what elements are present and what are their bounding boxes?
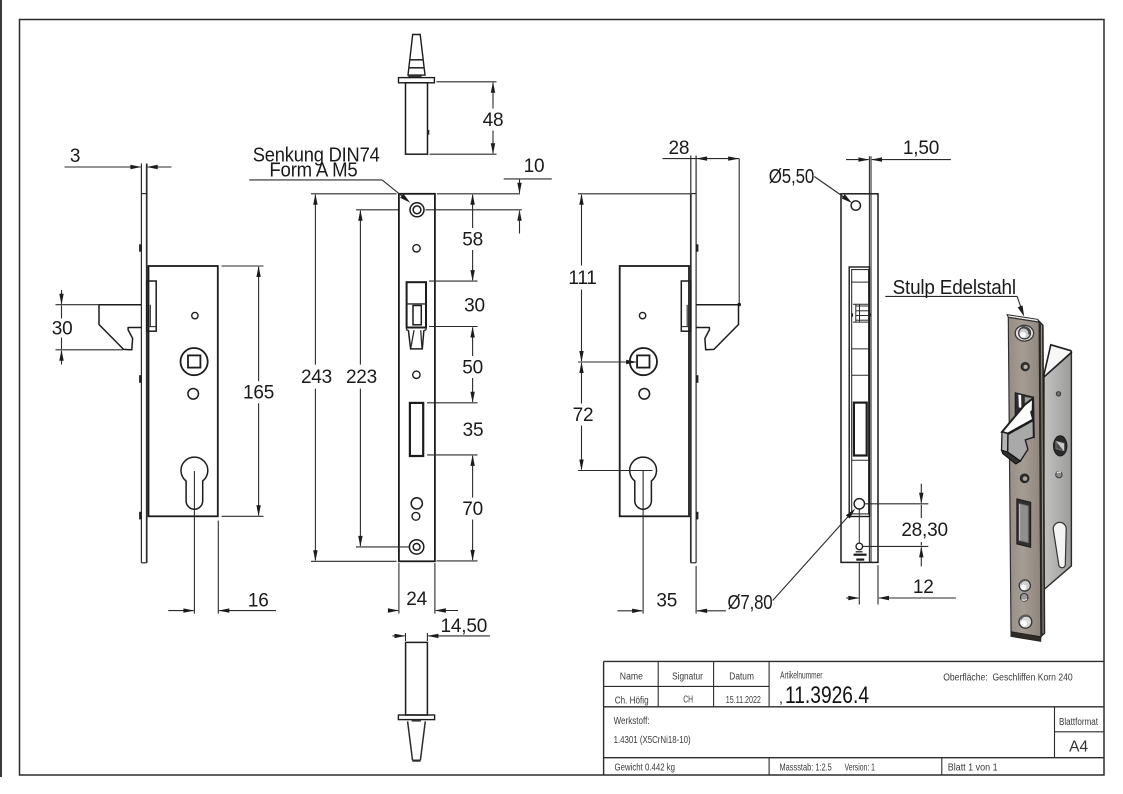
svg-text:243: 243 <box>301 367 332 388</box>
svg-text:16: 16 <box>248 591 269 612</box>
svg-text:35: 35 <box>463 420 484 441</box>
svg-text:30: 30 <box>52 319 73 340</box>
svg-text:Blatt 1 von 1: Blatt 1 von 1 <box>948 762 998 773</box>
svg-text:A4: A4 <box>1069 738 1088 755</box>
svg-text:Form A M5: Form A M5 <box>269 160 357 182</box>
svg-text:48: 48 <box>483 110 504 131</box>
svg-text:72: 72 <box>573 405 594 426</box>
svg-text:Version: 1: Version: 1 <box>845 762 876 773</box>
svg-text:Senkung DIN74: Senkung DIN74 <box>253 144 380 166</box>
svg-text:223: 223 <box>346 367 377 388</box>
svg-text:Name: Name <box>620 672 644 683</box>
svg-text:15.11.2022: 15.11.2022 <box>726 695 761 706</box>
svg-text:28: 28 <box>669 138 690 159</box>
svg-text:Signatur: Signatur <box>672 672 703 683</box>
svg-text:35: 35 <box>656 591 677 612</box>
svg-text:14,50: 14,50 <box>441 616 488 637</box>
svg-text:Ch. Höfig: Ch. Höfig <box>615 696 649 707</box>
svg-text:28,30: 28,30 <box>901 520 948 541</box>
svg-text:Oberfläche: Geschliffen Korn: Oberfläche: Geschliffen Korn 240 <box>943 673 1073 684</box>
svg-text:Stulp Edelstahl: Stulp Edelstahl <box>893 277 1016 299</box>
svg-text:1.4301 (X5CrNi18-10): 1.4301 (X5CrNi18-10) <box>614 735 691 746</box>
svg-text:Blattformat: Blattformat <box>1059 717 1098 728</box>
svg-text:24: 24 <box>406 589 427 610</box>
svg-text:11.3926.4: 11.3926.4 <box>785 682 869 709</box>
svg-text:10: 10 <box>524 156 545 177</box>
svg-text:30: 30 <box>464 296 485 317</box>
svg-text:Ø5,50: Ø5,50 <box>769 166 814 188</box>
svg-text:70: 70 <box>462 499 483 520</box>
svg-text:111: 111 <box>568 268 596 289</box>
svg-text:Ø7,80: Ø7,80 <box>728 592 773 614</box>
svg-text:50: 50 <box>462 358 483 379</box>
svg-text:Werkstoff:: Werkstoff: <box>614 716 650 727</box>
svg-text:CH: CH <box>683 695 693 706</box>
svg-text:Datum: Datum <box>729 672 754 683</box>
svg-text:Artikelnummer: Artikelnummer <box>780 670 823 681</box>
svg-text:165: 165 <box>243 383 274 404</box>
svg-text:,: , <box>779 690 783 706</box>
svg-text:58: 58 <box>462 230 483 251</box>
svg-text:Massstab: 1:2.5: Massstab: 1:2.5 <box>780 762 833 773</box>
svg-text:1,50: 1,50 <box>903 138 939 159</box>
svg-text:12: 12 <box>913 577 934 598</box>
svg-text:3: 3 <box>70 146 80 167</box>
svg-text:Gewicht 0.442 kg: Gewicht 0.442 kg <box>615 762 676 773</box>
